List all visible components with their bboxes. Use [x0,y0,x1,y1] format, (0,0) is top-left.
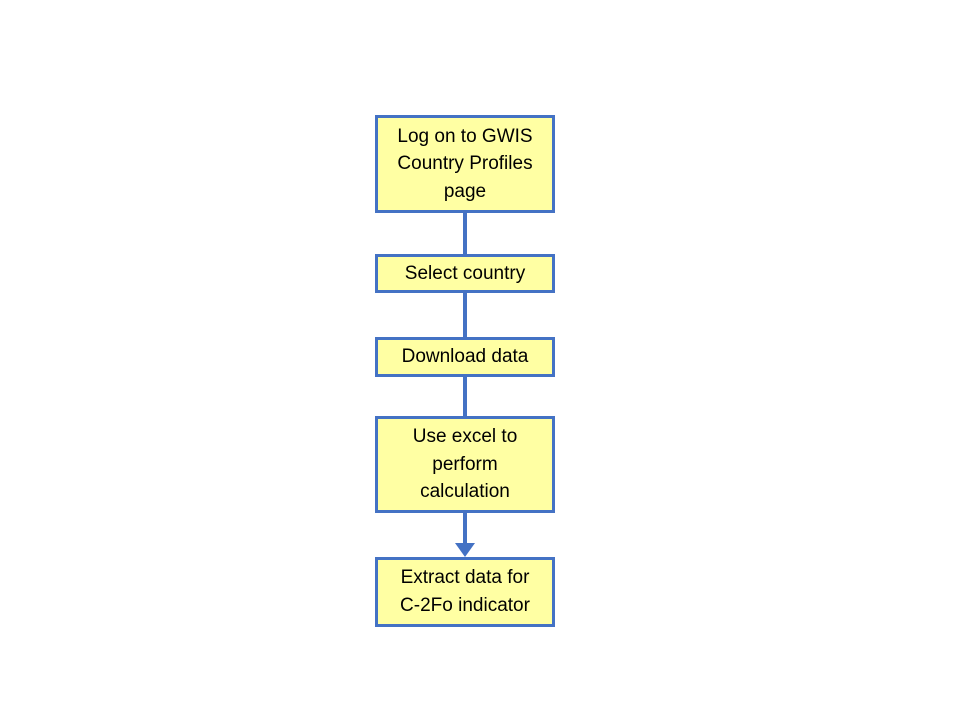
flowchart-step-extract-indicator-label: Extract data for C-2Fo indicator [400,567,530,616]
flowchart-step-extract-indicator: Extract data for C-2Fo indicator [375,557,555,627]
flowchart-step-logon: Log on to GWIS Country Profiles page [375,115,555,213]
flowchart-step-logon-label: Log on to GWIS Country Profiles page [397,125,533,202]
flowchart-step-select-country: Select country [375,254,555,293]
flowchart-step-excel-calculation-label: Use excel to perform calculation [412,426,518,503]
flowchart-step-select-country-label: Select country [404,262,526,284]
connector-line-4 [463,513,467,544]
flowchart-step-excel-calculation: Use excel to perform calculation [375,416,555,513]
connector-line-1 [463,213,467,254]
connector-line-3 [463,377,467,416]
connector-arrowhead [455,543,475,557]
connector-line-2 [463,293,467,337]
flowchart-step-download-data: Download data [375,337,555,377]
flowchart-step-download-data-label: Download data [401,346,529,368]
